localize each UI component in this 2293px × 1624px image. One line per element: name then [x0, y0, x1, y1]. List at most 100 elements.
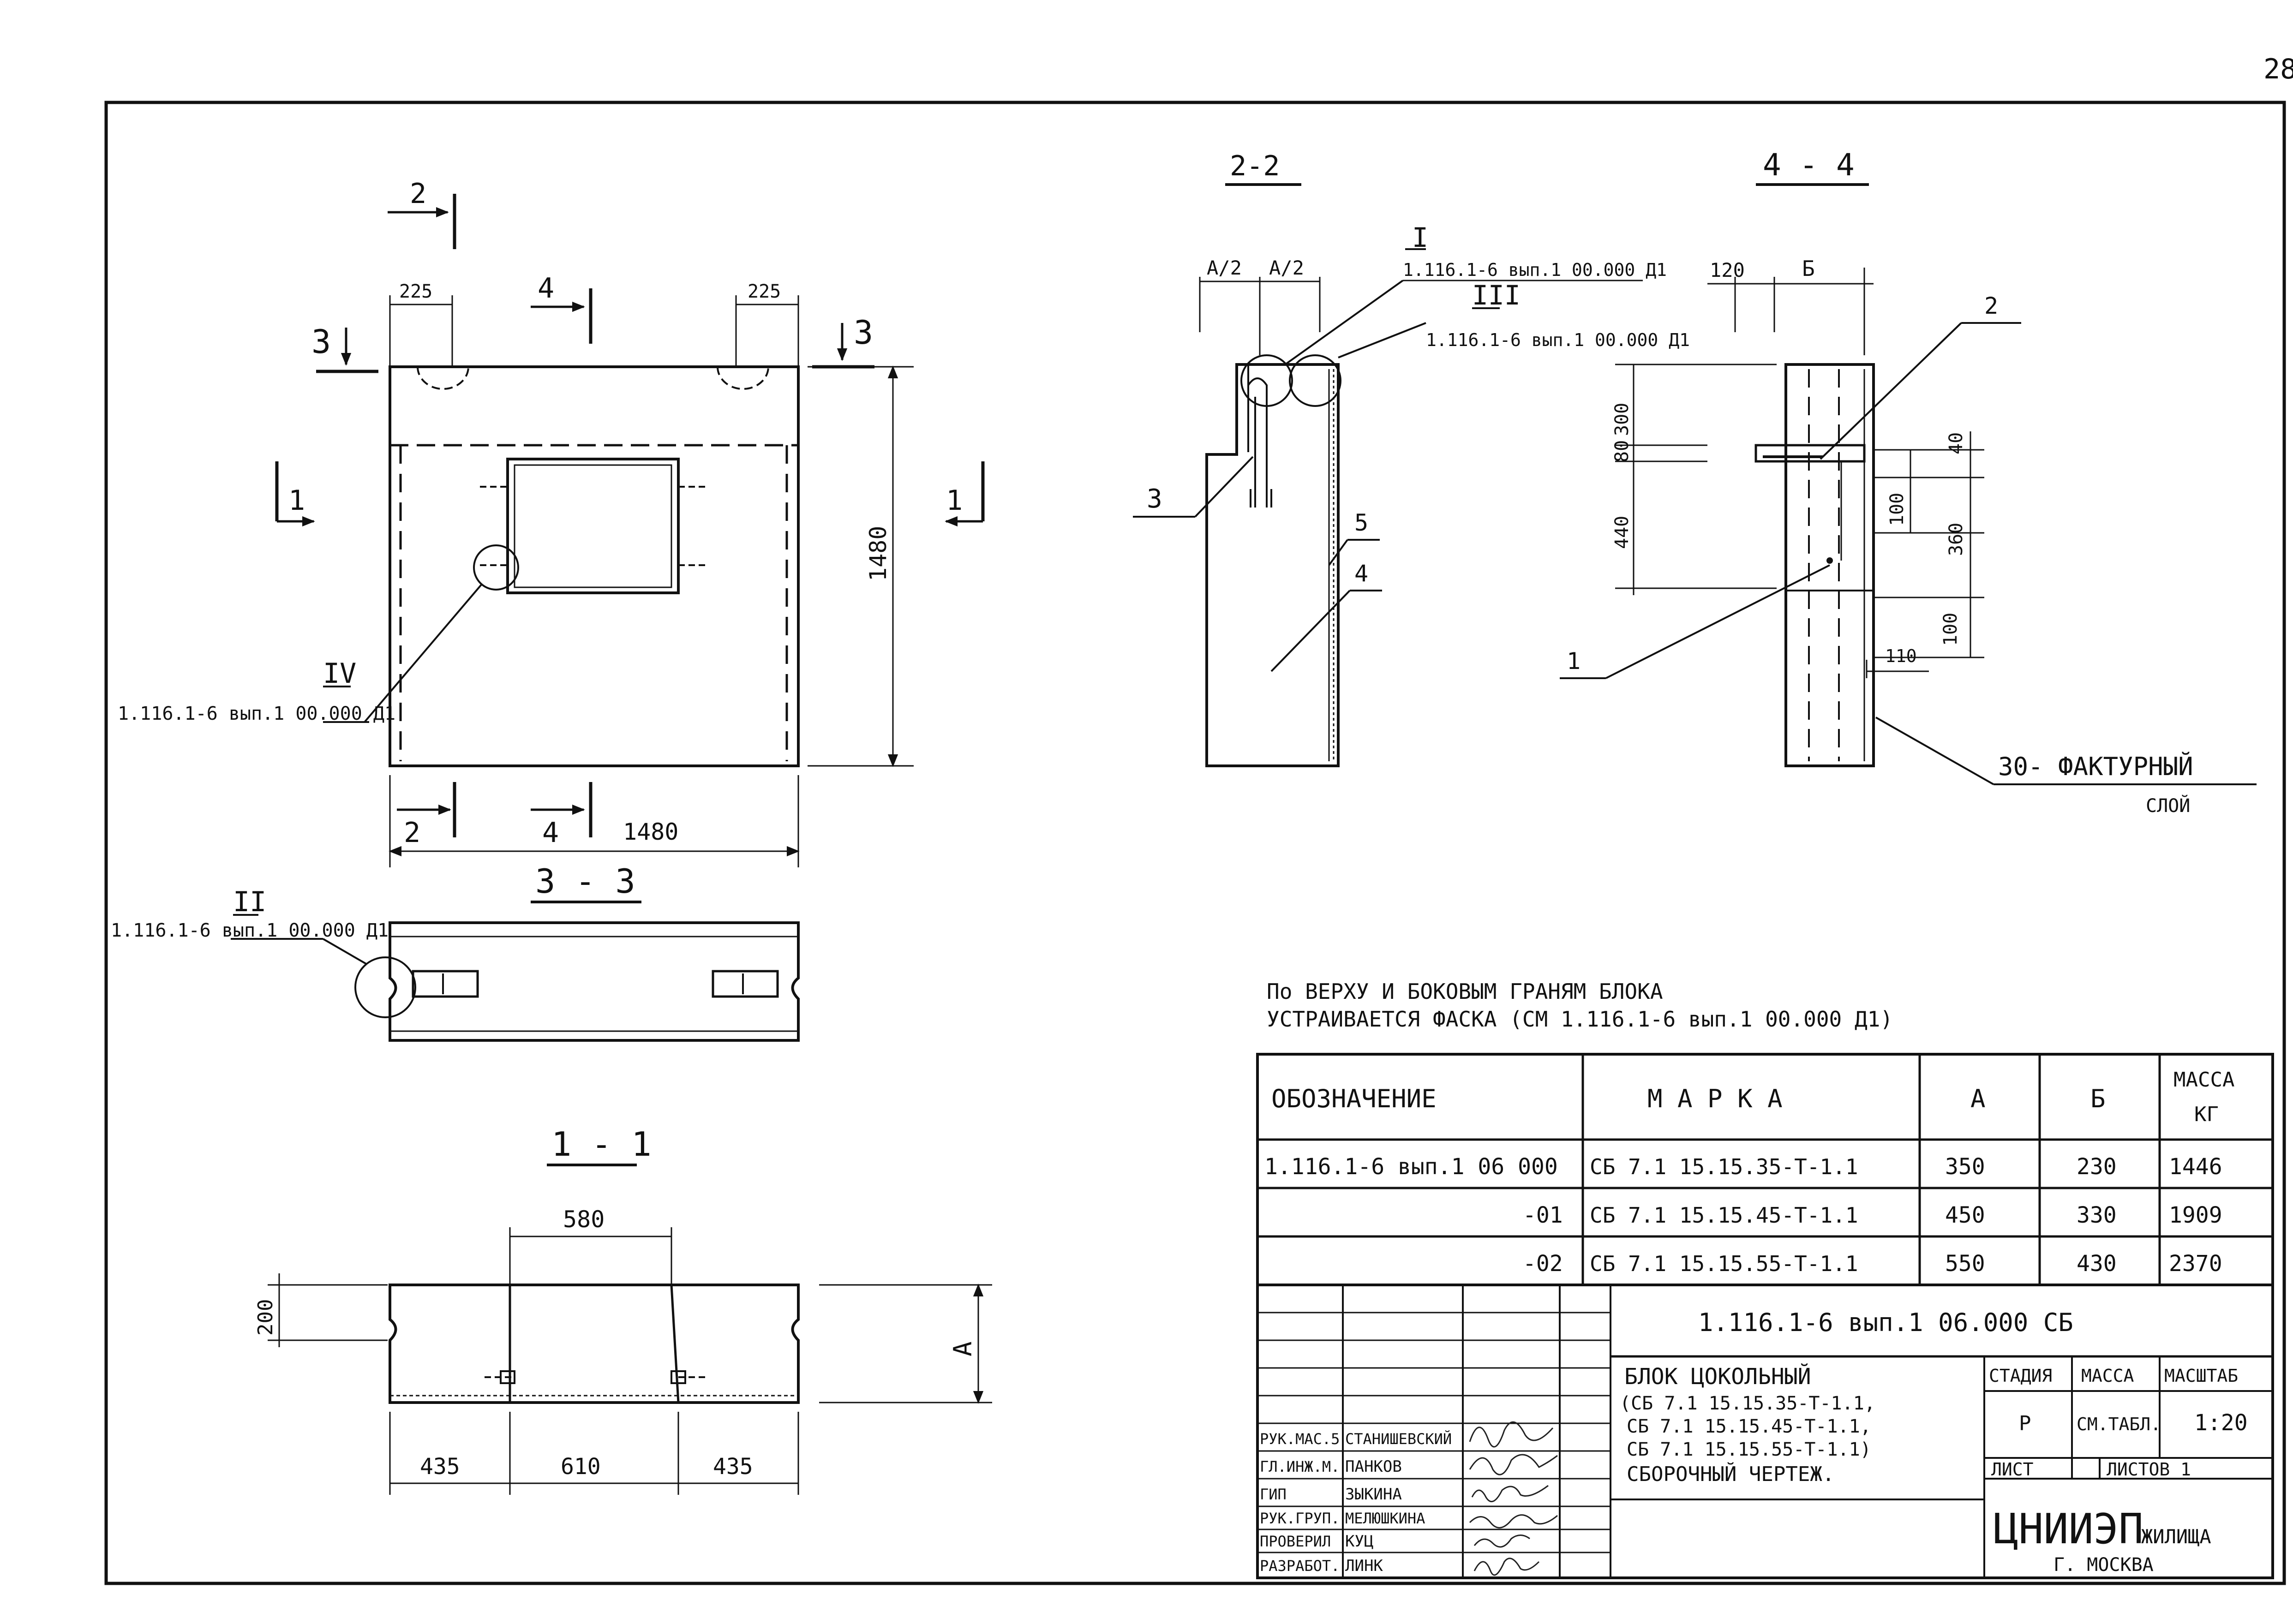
- org-name: ЦНИИЭП: [1994, 1505, 2143, 1553]
- stage-header: СТАДИЯ: [1989, 1366, 2052, 1386]
- name-2: ПАНКОВ: [1345, 1457, 1402, 1476]
- pos-3-label: 3: [1147, 484, 1162, 514]
- cell-r1-mark: СБ 7.1 15.15.35-Т-1.1: [1590, 1154, 1858, 1179]
- sec-3-3-outline: [389, 921, 800, 1042]
- note-line-1: По ВЕРХУ И БОКОВЫМ ГРАНЯМ БЛОКА: [1267, 979, 1663, 1004]
- front-view: IV 1.116.1-6 вып.1 00.000 Д1 225 225 148…: [118, 178, 985, 867]
- dim-360: 360: [1946, 523, 1967, 556]
- org-sub: ЖИЛИЩА: [2141, 1525, 2211, 1548]
- dim-225-left: 225: [399, 281, 432, 302]
- cell-r1-b: 230: [2077, 1154, 2117, 1180]
- cell-r2-a: 450: [1945, 1202, 1985, 1228]
- dim-40: 40: [1946, 432, 1967, 454]
- cell-r3-mark: СБ 7.1 15.15.55-Т-1.1: [1590, 1251, 1858, 1276]
- title-block: 1.116.1-6 вып.1 06.000 СБ БЛОК ЦОКОЛЬНЫЙ…: [1256, 1285, 2274, 1579]
- page-number: 28: [2263, 53, 2293, 85]
- cut-4-top-label: 4: [538, 272, 554, 304]
- sheet-header: ЛИСТ: [1991, 1459, 2034, 1480]
- th-a: А: [1970, 1084, 1986, 1113]
- node-ii-circle: [354, 956, 416, 1018]
- fact-layer-note: 30- ФАКТУРНЫЙ: [1998, 752, 2193, 781]
- dim-435-right: 435: [713, 1454, 753, 1480]
- dim-1480-height: 1480: [865, 526, 892, 581]
- node-ii-ref: 1.116.1-6 вып.1 00.000 Д1: [111, 920, 389, 941]
- title-line-4: СБ 7.1 15.15.55-Т-1.1): [1627, 1439, 1871, 1460]
- fact-layer-note-2: СЛОЙ: [2146, 794, 2190, 817]
- role-4: РУК.ГРУП.: [1260, 1510, 1340, 1527]
- dim-225-right: 225: [748, 281, 781, 302]
- cell-r3-mass: 2370: [2169, 1251, 2222, 1277]
- node-i-label: I: [1412, 222, 1428, 253]
- node-iii-ref: 1.116.1-6 вып.1 00.000 Д1: [1426, 330, 1690, 350]
- block-outline: [389, 365, 800, 767]
- sec-1-1-outline: [389, 1284, 800, 1404]
- sheet-frame: [104, 101, 2286, 1585]
- title-line-2: (СБ 7.1 15.15.35-Т-1.1,: [1620, 1393, 1875, 1414]
- cell-r2-b: 330: [2077, 1202, 2117, 1228]
- node-iv-circle: [473, 544, 519, 591]
- pos-1-label: 1: [1567, 648, 1581, 675]
- stage-value: Р: [2019, 1412, 2031, 1435]
- cut-3-left-label: 3: [311, 323, 331, 361]
- name-4: МЕЛЮШКИНА: [1345, 1510, 1425, 1527]
- sec-4-4-outline: [1784, 363, 1875, 767]
- mass-header: МАССА: [2081, 1366, 2134, 1386]
- th-designation: ОБОЗНАЧЕНИЕ: [1271, 1084, 1437, 1113]
- sec-3-3-title: 3 - 3: [535, 862, 635, 901]
- opening: [506, 458, 680, 594]
- sec-2-2-outline: [1205, 363, 1340, 767]
- sec-4-4-title: 4 - 4: [1763, 147, 1855, 183]
- role-2: ГЛ.ИНЖ.М.: [1260, 1458, 1340, 1475]
- cell-r2-mass: 1909: [2169, 1202, 2222, 1228]
- name-5: КУЦ: [1345, 1532, 1373, 1551]
- title-line-1: БЛОК ЦОКОЛЬНЫЙ: [1624, 1363, 1811, 1390]
- cell-r1-mass: 1446: [2169, 1154, 2222, 1180]
- node-iii-label: III: [1472, 280, 1521, 311]
- cell-r2-designation: -01: [1523, 1202, 1563, 1228]
- dim-200: 200: [254, 1299, 277, 1336]
- sheets-header: ЛИСТОВ 1: [2107, 1459, 2191, 1480]
- dim-440: 440: [1611, 516, 1633, 549]
- org-city: Г. МОСКВА: [2054, 1554, 2154, 1576]
- dim-b: Б: [1802, 256, 1815, 281]
- dim-110: 110: [1885, 646, 1917, 666]
- cut-3-right-label: 3: [854, 314, 873, 352]
- section-1-1: 1 - 1 580 200 А 435 610 435: [254, 1125, 992, 1495]
- node-iv-label: IV: [323, 657, 356, 690]
- dim-100-bottom: 100: [1940, 613, 1961, 646]
- signatures: [1469, 1421, 1558, 1576]
- node-iv-ref: 1.116.1-6 вып.1 00.000 Д1: [118, 703, 395, 724]
- mass-value: СМ.ТАБЛ.: [2077, 1414, 2161, 1434]
- th-kg: КГ: [2194, 1103, 2219, 1126]
- cell-r3-a: 550: [1945, 1251, 1985, 1277]
- dim-100-top: 100: [1886, 493, 1908, 526]
- pos-5-label: 5: [1354, 509, 1368, 536]
- dim-a-half-right: А/2: [1269, 257, 1304, 279]
- node-ii-label: II: [233, 886, 266, 918]
- node-iii-circle: [1289, 354, 1341, 407]
- role-1: РУК.МАС.5: [1260, 1430, 1340, 1448]
- name-1: СТАНИШЕВСКИЙ: [1345, 1430, 1452, 1448]
- insert-point: [1826, 557, 1833, 564]
- dim-120: 120: [1710, 259, 1745, 281]
- role-3: ГИП: [1260, 1486, 1287, 1503]
- dim-80: 80: [1611, 440, 1633, 462]
- cut-4-bottom-label: 4: [542, 817, 559, 849]
- dim-1480-width: 1480: [623, 818, 678, 845]
- cut-2-top-label: 2: [410, 178, 426, 210]
- cell-r2-mark: СБ 7.1 15.15.45-Т-1.1: [1590, 1203, 1858, 1228]
- role-6: РАЗРАБОТ.: [1260, 1557, 1340, 1575]
- node-i-circle: [1240, 354, 1293, 407]
- spec-table: ОБОЗНАЧЕНИЕ М А Р К А А Б МАССА КГ 1.116…: [1256, 1053, 2274, 1286]
- cell-r3-b: 430: [2077, 1251, 2117, 1277]
- th-mark: М А Р К А: [1647, 1084, 1783, 1113]
- section-2-2: 2-2 А/2 А/2 I 1.116.1-6 вып.1 00.000 Д1 …: [1133, 150, 1690, 767]
- pos-4-label: 4: [1354, 560, 1368, 587]
- th-mass: МАССА: [2173, 1068, 2234, 1092]
- role-5: ПРОВЕРИЛ: [1260, 1533, 1331, 1550]
- dim-580: 580: [563, 1206, 605, 1233]
- node-i-ref: 1.116.1-6 вып.1 00.000 Д1: [1403, 260, 1667, 280]
- cell-r1-designation: 1.116.1-6 вып.1 06 000: [1264, 1154, 1558, 1180]
- section-3-3: 3 - 3 II 1.116.1-6 вып.1 00.000 Д1: [111, 862, 800, 1042]
